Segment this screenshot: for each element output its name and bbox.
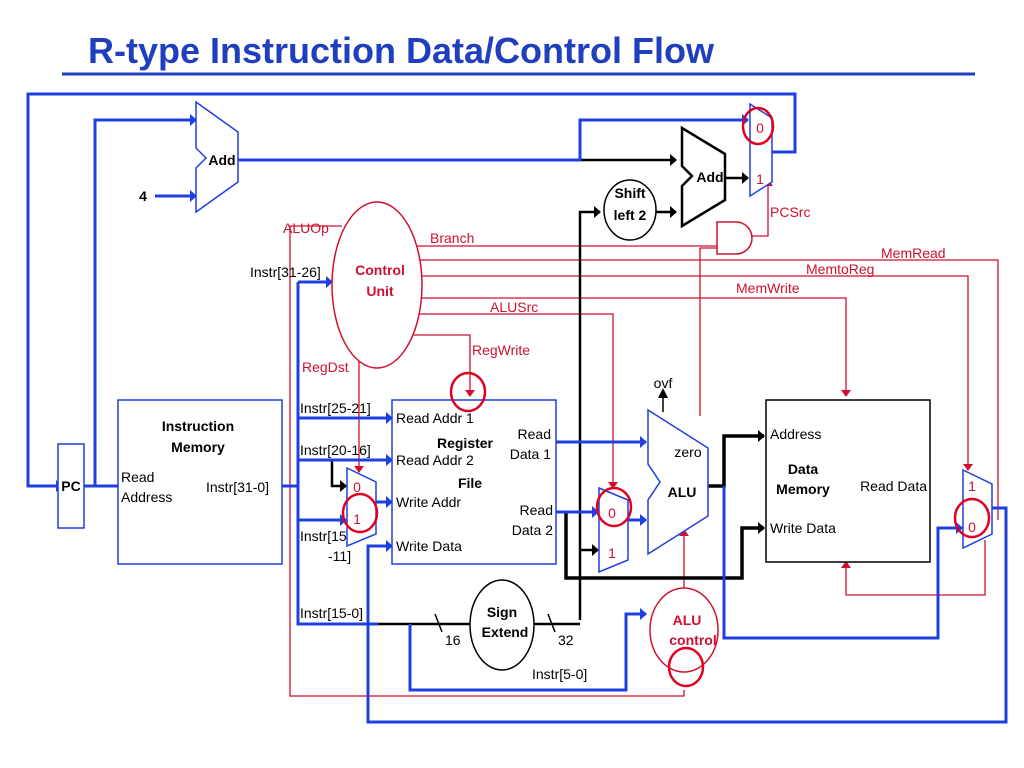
instruction-memory: Instruction Memory Read Address Instr[31… (117, 399, 283, 565)
reg-dst-label: RegDst (302, 359, 349, 375)
alu-control-label-2: control (669, 632, 716, 648)
reg-dst-mux: 0 1 (346, 466, 377, 548)
shift-label-2: left 2 (614, 207, 647, 223)
imem-read-label-1: Read (121, 469, 154, 485)
rf-read-addr1: Read Addr 1 (396, 410, 474, 426)
mem-to-reg-mux-0: 0 (968, 519, 976, 535)
shift-left-2: Shift left 2 (603, 179, 657, 241)
rf-label-1: Register (437, 435, 494, 451)
branch-label: Branch (430, 230, 474, 246)
page-title: R-type Instruction Data/Control Flow (88, 30, 714, 71)
rf-read-data1-1: Read (518, 426, 551, 442)
instr-20-16: Instr[20-16] (300, 442, 371, 458)
imem-label-1: Instruction (162, 418, 234, 434)
pc-label: PC (61, 478, 80, 494)
const-four: 4 (139, 188, 147, 204)
instr-15-0: Instr[15-0] (300, 605, 363, 621)
instr-15-11-line2: -11] (328, 548, 351, 564)
pc-register: PC (57, 443, 85, 529)
highlight-circles (341, 106, 991, 688)
reg-dst-mux-0: 0 (353, 479, 361, 495)
field-labels: Instr[31-26] Instr[25-21] Instr[20-16] I… (250, 264, 587, 682)
rf-label-2: File (458, 475, 482, 491)
rf-write-addr: Write Addr (396, 494, 461, 510)
shift-label-1: Shift (614, 185, 645, 201)
rf-read-addr2: Read Addr 2 (396, 452, 474, 468)
reg-write-label: RegWrite (472, 342, 530, 358)
alu-label: ALU (668, 484, 697, 500)
signal-labels: ALUOp Branch MemRead MemtoReg MemWrite A… (283, 204, 946, 375)
dmem-label-2: Memory (776, 481, 830, 497)
pc-mux-input-0: 0 (756, 120, 764, 136)
rf-read-data1-2: Data 1 (510, 446, 551, 462)
sign-extend-label-1: Sign (487, 604, 517, 620)
reg-dst-mux-1: 1 (353, 511, 361, 527)
instr-25-21: Instr[25-21] (300, 400, 371, 416)
alu-ovf-label: ovf (654, 375, 673, 391)
instr-15-11-line1: Instr[15 (300, 528, 347, 544)
sign-extend-label-2: Extend (482, 624, 529, 640)
data-memory: Address Data Memory Read Data Write Data (765, 399, 931, 563)
pc-src-label: PCSrc (770, 204, 810, 220)
dmem-write-data: Write Data (770, 520, 836, 536)
dmem-address: Address (770, 426, 821, 442)
alu-src-mux-1: 1 (608, 545, 616, 561)
alu-zero-label: zero (674, 444, 701, 460)
register-file: Read Addr 1 Read Addr 2 Write Addr Write… (391, 399, 557, 565)
imem-label-2: Memory (171, 439, 225, 455)
pc-adder-label: Add (208, 152, 235, 168)
rf-read-data2-2: Data 2 (512, 522, 553, 538)
mem-to-reg-mux-1: 1 (968, 478, 976, 494)
alu-src-mux-0: 0 (608, 505, 616, 521)
mem-read-label: MemRead (881, 245, 946, 261)
dmem-label-1: Data (788, 461, 819, 477)
width-32: 32 (558, 632, 574, 648)
branch-and-gate (716, 221, 753, 255)
rf-read-data2-1: Read (520, 502, 553, 518)
control-label-2: Unit (366, 283, 394, 299)
instr-31-26: Instr[31-26] (250, 264, 321, 280)
imem-out-label: Instr[31-0] (206, 479, 269, 495)
pc-src-mux: 0 1 (749, 102, 773, 198)
mem-to-reg-label: MemtoReg (806, 261, 874, 277)
branch-adder: Add (680, 125, 727, 229)
alu-op-label: ALUOp (283, 220, 329, 236)
arrowheads (56, 114, 973, 620)
instr-5-0: Instr[5-0] (532, 666, 587, 682)
branch-adder-label: Add (696, 169, 723, 185)
alu-control-label-1: ALU (673, 612, 702, 628)
dmem-read-data: Read Data (860, 478, 927, 494)
width-16: 16 (445, 632, 461, 648)
control-label-1: Control (355, 262, 405, 278)
sign-extend: Sign Extend (469, 579, 535, 671)
imem-read-label-2: Address (121, 489, 172, 505)
mem-write-label: MemWrite (736, 280, 800, 296)
alu-src-mux: 0 1 (598, 486, 629, 574)
alu-control: ALU control (649, 587, 719, 673)
pc-adder: Add (195, 100, 239, 214)
control-unit: Control Unit (331, 201, 423, 369)
alu-src-label: ALUSrc (490, 299, 538, 315)
rf-write-data: Write Data (396, 538, 462, 554)
alu: zero ALU ovf (647, 375, 709, 556)
pc-mux-input-1: 1 (756, 171, 764, 187)
